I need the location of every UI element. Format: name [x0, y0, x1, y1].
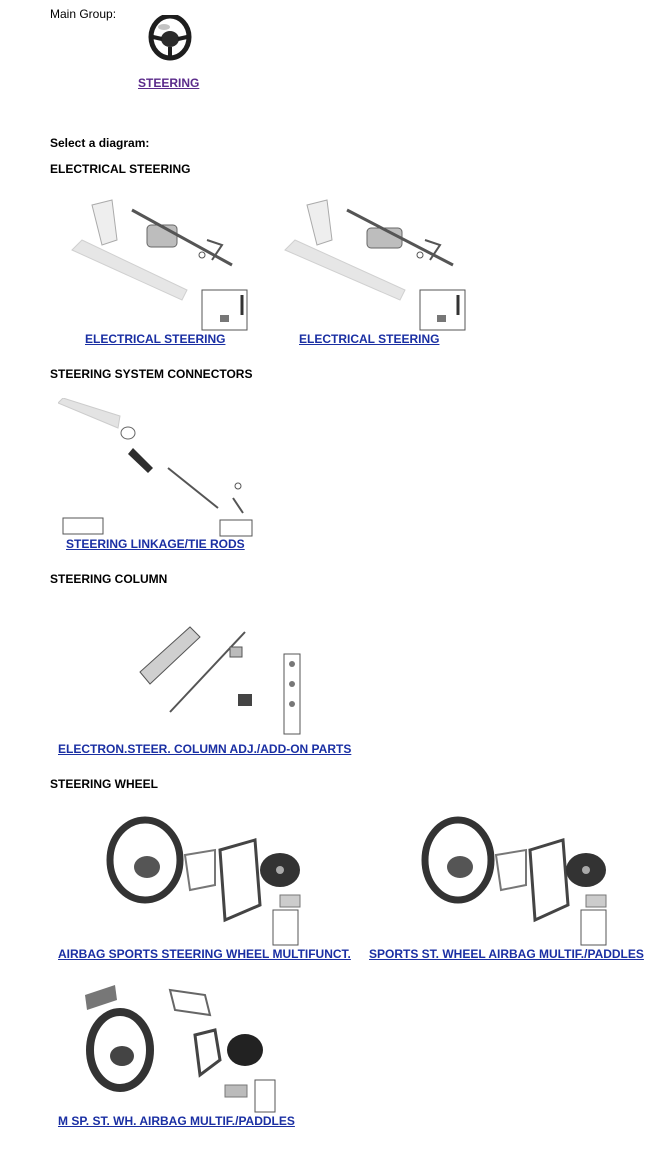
section-title-steering-wheel: STEERING WHEEL	[50, 777, 159, 791]
main-group-steering-link[interactable]: STEERING	[138, 76, 200, 90]
diagram-thumbnail-electrical-steering-2[interactable]	[275, 190, 470, 335]
diagram-thumbnail-m-sp-st-wh-paddles[interactable]	[75, 980, 280, 1115]
section-title-steering-system-connectors: STEERING SYSTEM CONNECTORS	[50, 367, 253, 381]
diagram-link-sports-st-wheel-paddles[interactable]: SPORTS ST. WHEEL AIRBAG MULTIF./PADDLES	[369, 947, 644, 961]
select-diagram-label: Select a diagram:	[50, 136, 150, 150]
diagram-link-steering-column[interactable]: ELECTRON.STEER. COLUMN ADJ./ADD-ON PARTS	[58, 742, 352, 756]
steering-wheel-icon[interactable]	[148, 15, 193, 63]
diagram-thumbnail-electrical-steering-1[interactable]	[62, 190, 252, 335]
diagram-thumbnail-sports-st-wheel-paddles[interactable]	[408, 815, 618, 950]
diagram-link-steering-linkage-tie-rods[interactable]: STEERING LINKAGE/TIE RODS	[66, 537, 245, 551]
diagram-link-electrical-steering-1[interactable]: ELECTRICAL STEERING	[85, 332, 226, 346]
diagram-link-airbag-sports-steering-wheel[interactable]: AIRBAG SPORTS STEERING WHEEL MULTIFUNCT.	[58, 947, 351, 961]
diagram-thumbnail-airbag-sports-steering-wheel[interactable]	[105, 815, 315, 950]
diagram-link-electrical-steering-2[interactable]: ELECTRICAL STEERING	[299, 332, 440, 346]
diagram-link-m-sp-st-wh-paddles[interactable]: M SP. ST. WH. AIRBAG MULTIF./PADDLES	[58, 1114, 295, 1128]
main-group-label: Main Group:	[50, 7, 117, 21]
diagram-thumbnail-steering-column[interactable]	[130, 612, 305, 737]
section-title-steering-column: STEERING COLUMN	[50, 572, 168, 586]
diagram-thumbnail-steering-linkage-tie-rods[interactable]	[58, 398, 258, 538]
section-title-electrical-steering: ELECTRICAL STEERING	[50, 162, 191, 176]
